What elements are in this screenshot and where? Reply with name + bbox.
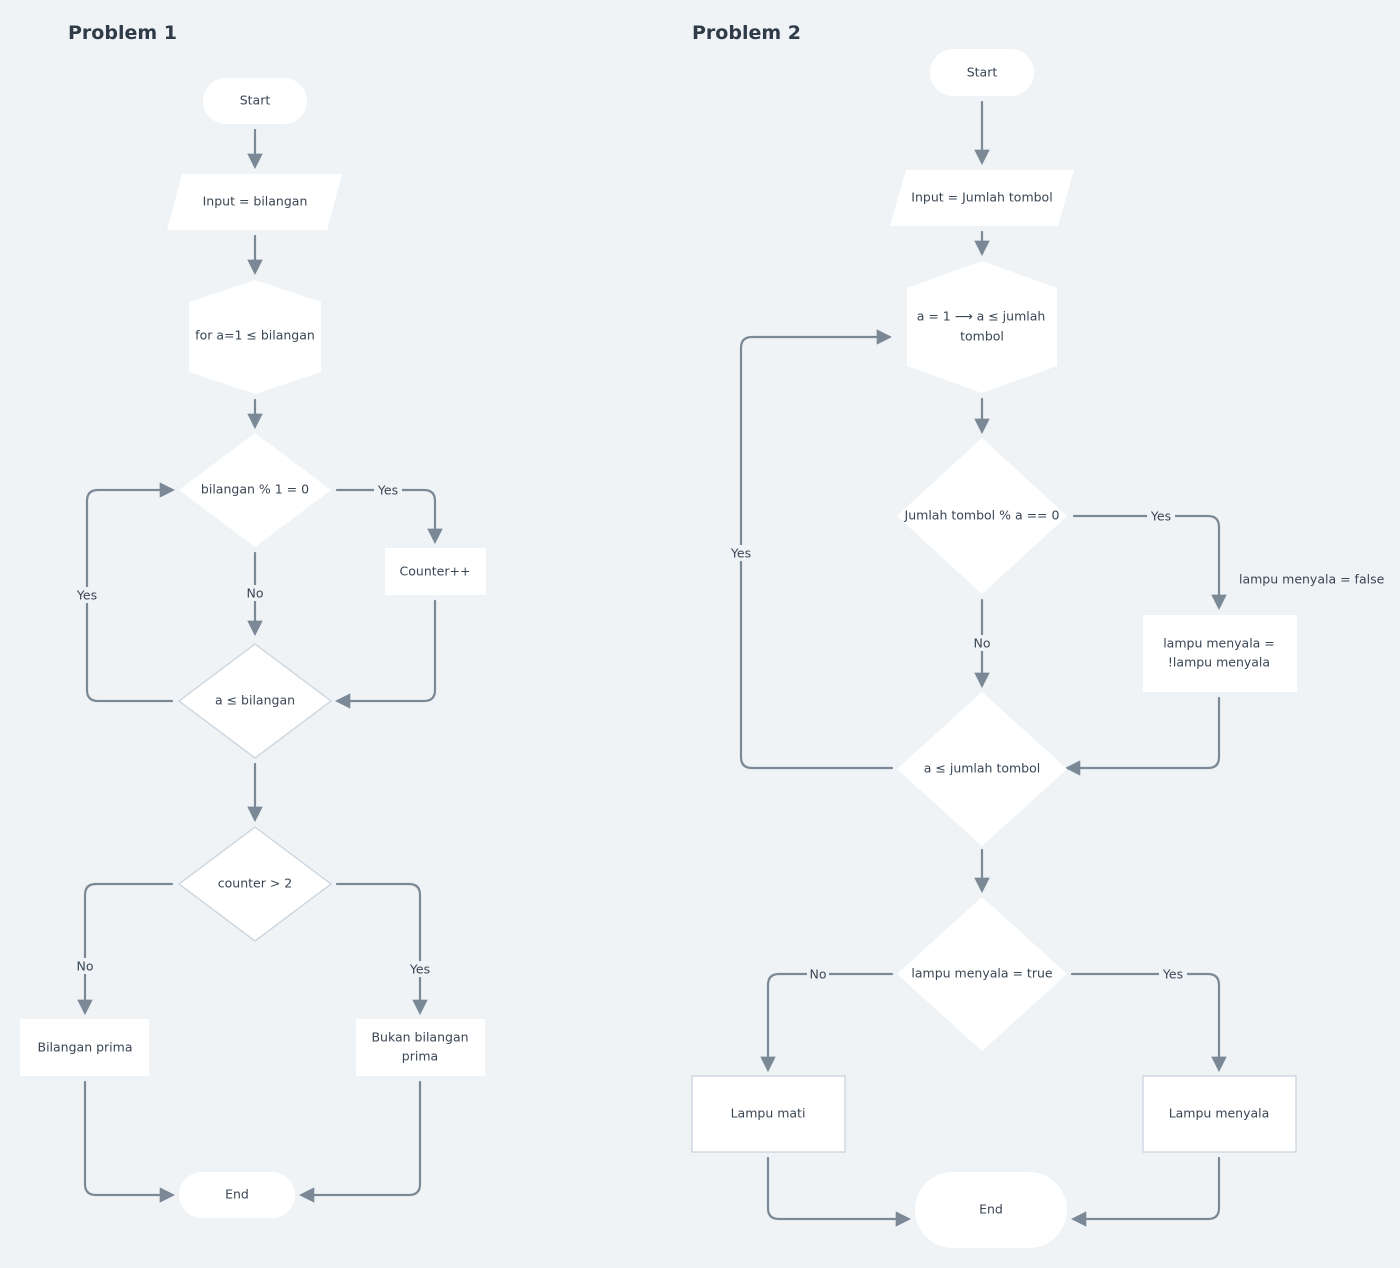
p1-edge-counter-cond	[334, 599, 437, 709]
problem-2-diagram: Yes No Yes No Yes lampu menyala = false …	[691, 49, 1385, 1248]
svg-text:Lampu mati: Lampu mati	[731, 1106, 806, 1121]
svg-text:Yes: Yes	[377, 483, 398, 498]
p2-loop-hexagon: a = 1 ⟶ a ≤ jumlah tombol	[907, 261, 1057, 393]
p2-input-parallelogram: Input = Jumlah tombol	[890, 170, 1074, 226]
p1-edge-counter-yes	[335, 882, 428, 1016]
svg-text:Start: Start	[240, 93, 271, 108]
p1-label-counter-yes: Yes	[406, 961, 434, 977]
svg-text:tombol: tombol	[960, 329, 1004, 344]
p1-loop-condition-decision: a ≤ bilangan	[177, 643, 333, 759]
p1-loop-hexagon: for a=1 ≤ bilangan	[189, 280, 321, 394]
svg-text:Counter++: Counter++	[400, 564, 471, 579]
svg-text:Jumlah tombol % a == 0: Jumlah tombol % a == 0	[904, 508, 1060, 523]
svg-text:Yes: Yes	[409, 962, 430, 977]
svg-text:No: No	[247, 586, 264, 601]
p1-input-parallelogram: Input = bilangan	[167, 174, 342, 230]
p2-label-mod-yes: Yes	[1147, 508, 1175, 524]
p2-label-on-no: No	[807, 966, 829, 982]
svg-text:Start: Start	[967, 65, 998, 80]
p1-edge-counter-no	[77, 882, 174, 1016]
p1-label-mod-no: No	[244, 585, 266, 601]
p1-label-counter-no: No	[74, 958, 96, 974]
svg-text:a ≤ bilangan: a ≤ bilangan	[215, 693, 295, 708]
p2-lamp-off-process: Lampu mati	[691, 1075, 846, 1153]
svg-text:for a=1 ≤ bilangan: for a=1 ≤ bilangan	[195, 328, 315, 343]
svg-text:No: No	[810, 967, 827, 982]
svg-text:!lampu menyala: !lampu menyala	[1168, 655, 1270, 670]
p1-counter-process: Counter++	[385, 548, 486, 595]
svg-text:counter > 2: counter > 2	[218, 876, 292, 891]
p2-lamp-on-decision: lampu menyala = true	[897, 897, 1067, 1051]
p2-label-loop-yes: Yes	[727, 545, 755, 561]
problem-1-title: Problem 1	[68, 22, 177, 44]
svg-text:Yes: Yes	[730, 546, 751, 561]
p2-mod-decision: Jumlah tombol % a == 0	[897, 438, 1067, 594]
p1-edge-prime-end	[83, 1080, 176, 1203]
p1-start-terminal: Start	[203, 78, 307, 124]
p2-edge-on-yes	[1070, 972, 1227, 1073]
p1-prime-process: Bilangan prima	[20, 1019, 149, 1076]
svg-text:a = 1 ⟶ a ≤ jumlah: a = 1 ⟶ a ≤ jumlah	[917, 309, 1046, 324]
p2-end-terminal: End	[915, 1172, 1067, 1248]
svg-text:End: End	[225, 1187, 249, 1202]
p2-edge-toggle-cond	[1064, 696, 1221, 776]
p1-mod-decision: bilangan % 1 = 0	[179, 433, 331, 547]
p2-edge-on-end	[1070, 1156, 1221, 1227]
problem-1-diagram: Yes No Yes No Yes Start Input = bilangan	[20, 78, 486, 1218]
svg-text:Lampu menyala: Lampu menyala	[1169, 1106, 1270, 1121]
p2-edge-off-end	[766, 1156, 912, 1227]
p1-not-prime-process: Bukan bilangan prima	[356, 1019, 485, 1076]
p2-edge-on-no	[760, 972, 894, 1073]
p2-lamp-on-process: Lampu menyala	[1142, 1075, 1297, 1153]
svg-text:Input = bilangan: Input = bilangan	[203, 194, 308, 209]
p2-edge-loop-back	[739, 329, 894, 770]
p2-start-terminal: Start	[930, 49, 1034, 96]
p1-edge-mod-yes	[335, 488, 443, 545]
svg-text:lampu menyala = true: lampu menyala = true	[911, 966, 1053, 981]
p1-counter-decision: counter > 2	[177, 826, 333, 942]
svg-text:Yes: Yes	[1150, 509, 1171, 524]
p2-label-mod-no: No	[971, 635, 993, 651]
svg-text:prima: prima	[402, 1049, 438, 1064]
p2-edges	[739, 100, 1227, 1227]
svg-text:Bukan bilangan: Bukan bilangan	[371, 1030, 468, 1045]
svg-text:End: End	[979, 1202, 1003, 1217]
p1-label-loop-yes: Yes	[73, 587, 101, 603]
p1-label-mod-yes: Yes	[374, 482, 402, 498]
p2-initial-state-note: lampu menyala = false	[1239, 572, 1385, 587]
p1-end-terminal: End	[179, 1172, 295, 1218]
p1-edge-notprime-end	[298, 1080, 422, 1203]
svg-text:Yes: Yes	[76, 588, 97, 603]
svg-text:No: No	[974, 636, 991, 651]
svg-text:No: No	[77, 959, 94, 974]
p2-edge-mod-yes	[1072, 514, 1227, 611]
svg-text:Bilangan prima: Bilangan prima	[38, 1040, 133, 1055]
p2-label-on-yes: Yes	[1159, 966, 1187, 982]
svg-text:bilangan % 1 = 0: bilangan % 1 = 0	[201, 482, 309, 497]
svg-text:Yes: Yes	[1162, 967, 1183, 982]
problem-2-title: Problem 2	[692, 22, 801, 44]
svg-text:lampu menyala =: lampu menyala =	[1163, 636, 1275, 651]
p2-loop-condition-decision: a ≤ jumlah tombol	[897, 692, 1067, 846]
p2-toggle-process: lampu menyala = !lampu menyala	[1143, 615, 1297, 692]
svg-text:a ≤ jumlah tombol: a ≤ jumlah tombol	[924, 761, 1040, 776]
svg-text:Input = Jumlah tombol: Input = Jumlah tombol	[911, 190, 1052, 205]
